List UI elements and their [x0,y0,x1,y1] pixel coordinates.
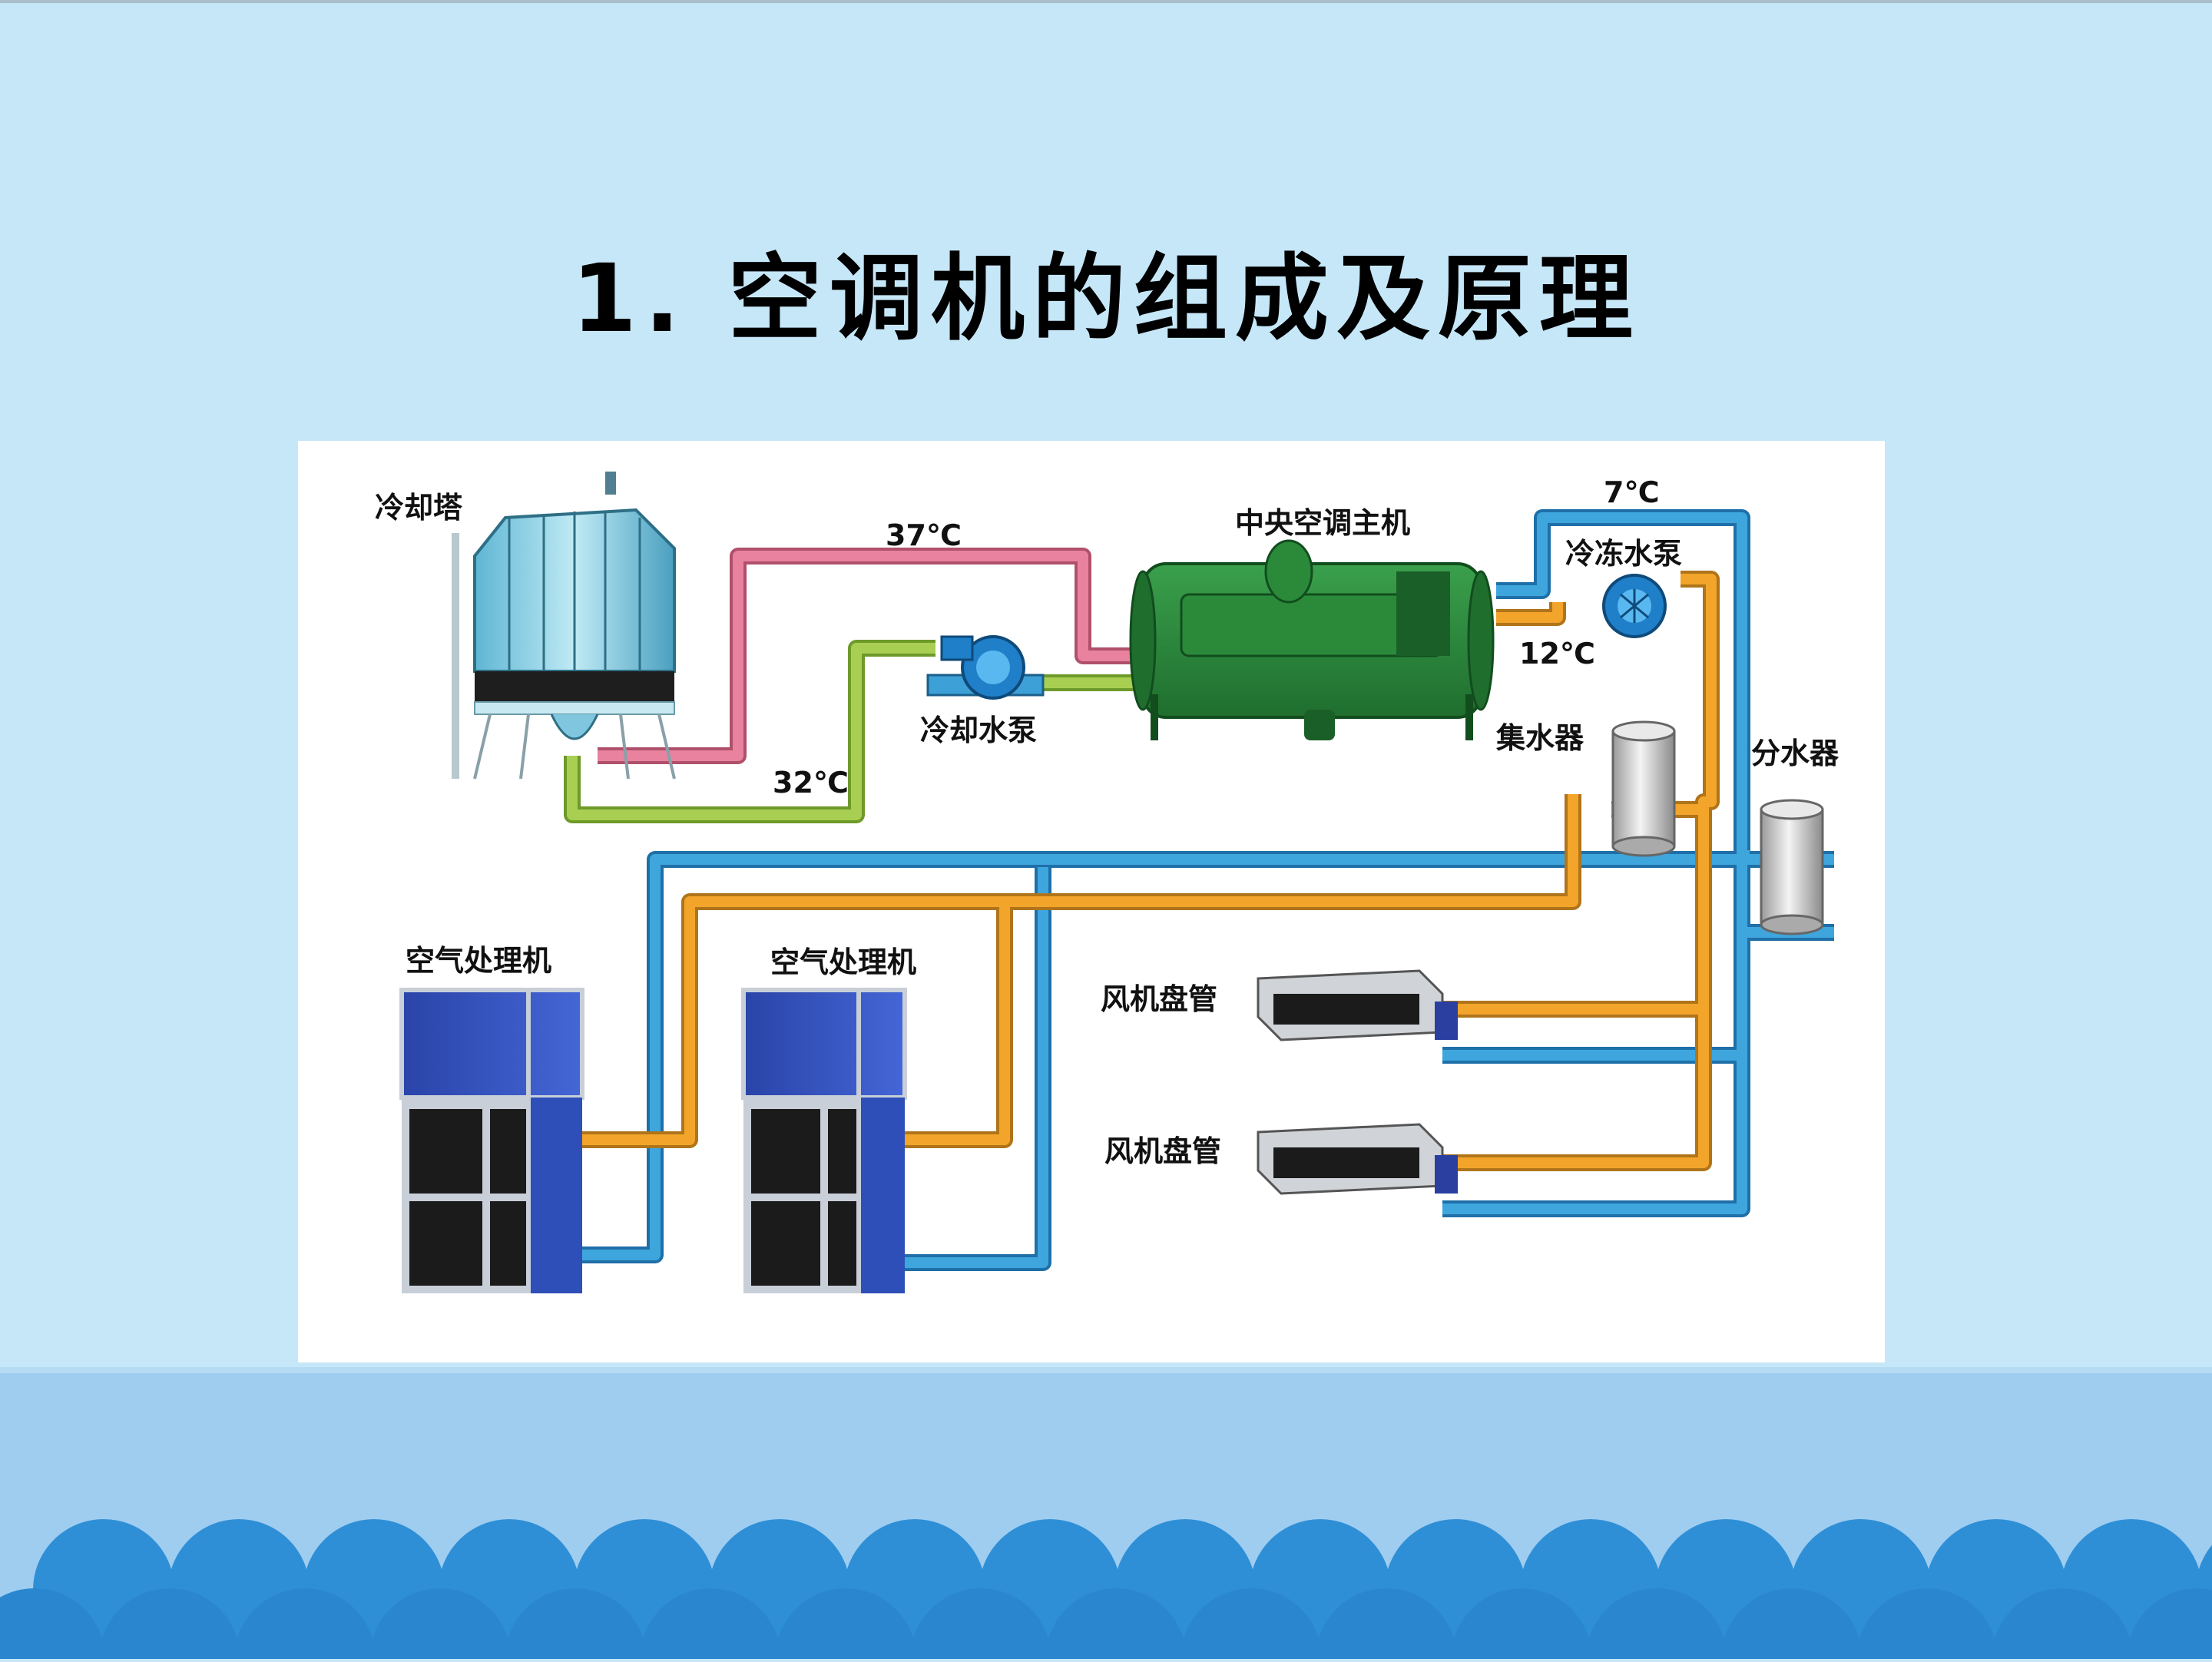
label-fcu-2: 风机盘管 [1104,1134,1221,1168]
chilled-pump [1602,574,1667,638]
cooling-tower [452,472,676,780]
wave-scallop [640,1588,781,1662]
wave-scallop [1045,1588,1187,1662]
hvac-diagram: 冷却塔 37℃ 32℃ 冷却水泵 中央空调主机 7℃ 冷冻水泵 12℃ 集水器 … [298,441,1885,1362]
wave-scallop [369,1588,511,1662]
label-distributor: 分水器 [1751,737,1839,770]
wave-scallop [1451,1588,1592,1662]
air-handling-unit-1 [399,988,584,1293]
label-cooling-pump: 冷却水泵 [920,713,1037,747]
label-ahu-2: 空气处理机 [770,945,916,979]
label-chilled-pump: 冷冻水泵 [1565,537,1682,571]
label-temp-32: 32℃ [773,766,849,800]
wave-scallop [1992,1588,2133,1662]
top-border-line [0,0,2212,3]
wave-scallop [99,1588,240,1662]
water-collector-tank [1611,720,1676,857]
footer-wave-decoration [0,1367,2212,1662]
wave-scallop [910,1588,1051,1662]
cooling-pump [926,635,1045,700]
chiller-unit [1129,539,1495,740]
label-cooling-tower: 冷却塔 [375,491,463,525]
wave-scallop [1856,1588,1998,1662]
wave-scallop [1181,1588,1322,1662]
pipe-cooling-hot [598,548,1137,764]
fan-coil-unit-1 [1257,969,1458,1041]
wave-scallop [234,1588,376,1662]
water-distributor-tank [1760,799,1824,935]
fan-coil-unit-2 [1257,1123,1458,1195]
wave-scallop [505,1588,646,1662]
pipe-cooling-cold [564,640,1137,823]
label-chiller: 中央空调主机 [1235,506,1410,540]
wave-scallop [775,1588,916,1662]
air-handling-unit-2 [741,988,907,1293]
label-temp-7: 7℃ [1604,475,1659,509]
label-ahu-1: 空气处理机 [406,944,551,978]
wave-scallop [1316,1588,1457,1662]
wave-scallop [2127,1588,2212,1662]
slide-title: 1. 空调机的组成及原理 [571,244,1641,353]
label-collector: 集水器 [1495,721,1584,755]
wave-scallop [1586,1588,1727,1662]
wave-scallop [1721,1588,1863,1662]
label-temp-12: 12℃ [1519,637,1595,670]
wave-scallop [0,1588,105,1662]
label-fcu-1: 风机盘管 [1101,982,1217,1016]
label-temp-37: 37℃ [886,518,962,552]
